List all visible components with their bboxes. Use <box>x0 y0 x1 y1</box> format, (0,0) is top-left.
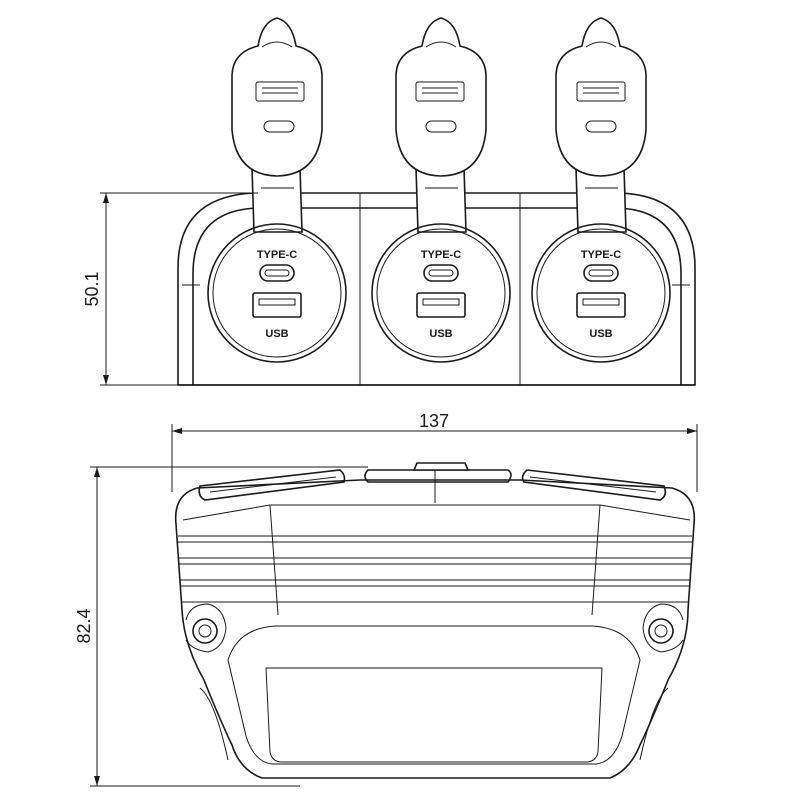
socket-1-bezel-inner <box>212 228 342 358</box>
socket-2-usb-c-port <box>423 264 459 282</box>
socket-3-usb-c-label: TYPE-C <box>581 249 621 261</box>
top-cap-center-tab <box>412 462 470 471</box>
socket-2: TYPE-C USB <box>371 17 511 363</box>
socket-2-cap-tab-inner <box>425 41 457 48</box>
socket-3-usb-c-tongue <box>588 269 614 277</box>
top-cap-center <box>364 469 512 483</box>
socket-3-cap <box>555 17 647 177</box>
top-housing-facet-left <box>269 504 279 616</box>
top-view: 137 <box>74 411 698 787</box>
socket-2-usb-a-port <box>416 292 466 318</box>
socket-2-cap-usb-a-icon <box>415 81 465 102</box>
mount-screw-left-boss <box>185 603 227 653</box>
mount-screw-right <box>642 603 684 653</box>
height-dim-arrow-top <box>103 193 109 203</box>
socket-3-usb-c-port <box>583 264 619 282</box>
top-housing-curve-right <box>639 687 669 761</box>
mount-screw-left <box>185 603 227 653</box>
top-housing-outline <box>174 479 696 779</box>
socket-2-cap-usb-c-icon <box>425 120 457 133</box>
socket-2-usb-c-label: TYPE-C <box>421 249 461 261</box>
socket-2-usb-a-tongue <box>422 298 460 306</box>
height-dim-arrow-bottom <box>103 375 109 385</box>
socket-1-usb-a-tongue <box>258 298 296 306</box>
socket-1-usb-c-port <box>259 264 295 282</box>
socket-3-cap-usb-a-icon <box>576 81 626 102</box>
socket-3-cap-tab-inner <box>585 41 617 48</box>
socket-1-usb-a-label: USB <box>265 328 288 340</box>
screw-right-head <box>648 618 674 644</box>
top-housing-bottom-pocket <box>265 667 603 763</box>
front-view: TYPE-C USB TYPE-C USB <box>82 17 696 386</box>
socket-3: TYPE-C USB <box>531 17 671 363</box>
height-dimension: 50.1 <box>82 192 258 386</box>
socket-3-bezel-inner <box>536 228 666 358</box>
socket-3-cap-usb-c-icon <box>585 120 617 133</box>
socket-2-bezel-inner <box>376 228 506 358</box>
top-housing-front-edge <box>182 504 691 521</box>
socket-1-usb-c-tongue <box>264 269 290 277</box>
mount-screw-right-boss <box>642 603 684 653</box>
screw-right-center <box>654 624 668 638</box>
socket-3-usb-a-tongue <box>582 298 620 306</box>
socket-1-usb-c-label: TYPE-C <box>257 249 297 261</box>
socket-2-cap <box>395 17 487 177</box>
socket-1-cap <box>231 17 323 177</box>
screw-left-center <box>198 624 212 638</box>
socket-1-cap-usb-c-icon <box>263 120 295 133</box>
width-dim-arrow-left <box>172 428 182 434</box>
socket-1-cap-usb-a-icon <box>255 81 305 102</box>
screw-left-head <box>192 618 218 644</box>
socket-2-usb-a-label: USB <box>429 328 452 340</box>
depth-dim-arrow-top <box>94 467 100 477</box>
socket-1-bezel-outer <box>207 223 347 363</box>
socket-2-cap-strap <box>415 167 467 233</box>
socket-2-usb-c-tongue <box>428 269 454 277</box>
height-dim-value: 50.1 <box>82 271 102 306</box>
socket-1-usb-a-port <box>252 292 302 318</box>
width-dim-arrow-right <box>687 428 697 434</box>
socket-3-bezel-outer <box>531 223 671 363</box>
top-housing-facet-right <box>591 504 601 616</box>
top-housing-lower-contour <box>227 625 641 765</box>
socket-1-cap-tab-inner <box>261 41 293 48</box>
top-housing-curve-left <box>199 687 229 761</box>
socket-3-usb-a-label: USB <box>589 328 612 340</box>
socket-3-cap-strap <box>575 167 627 233</box>
top-housing-ribs <box>178 535 692 603</box>
front-housing-inner-contour <box>192 207 682 386</box>
depth-dimension: 82.4 <box>74 466 368 787</box>
socket-1-cap-strap <box>251 167 303 233</box>
depth-dim-arrow-bottom <box>94 776 100 786</box>
socket-3-usb-a-port <box>576 292 626 318</box>
socket-1: TYPE-C USB <box>207 17 347 363</box>
width-dim-value: 137 <box>419 411 449 431</box>
width-dimension: 137 <box>171 411 698 492</box>
depth-dim-value: 82.4 <box>74 608 94 643</box>
socket-2-bezel-outer <box>371 223 511 363</box>
